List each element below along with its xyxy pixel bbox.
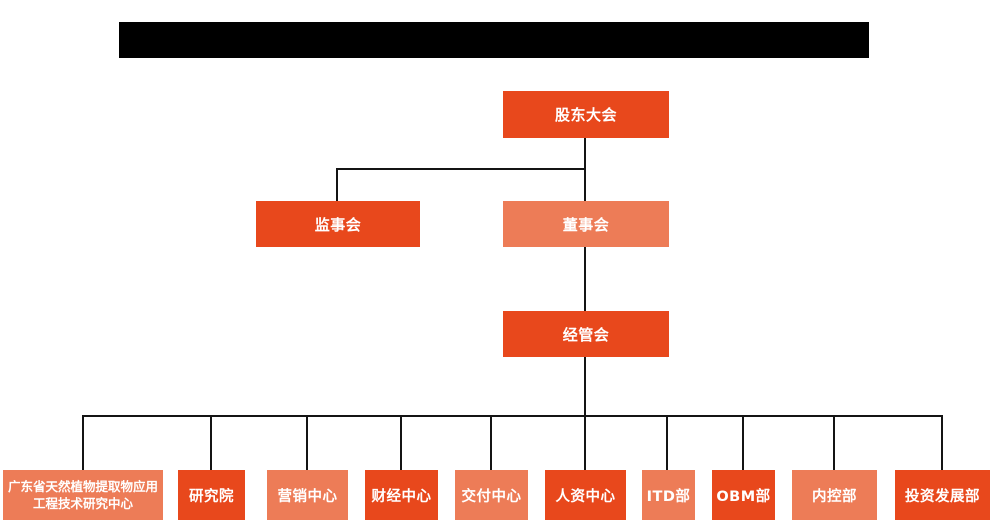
org-node-itd-dept: ITD部 — [642, 470, 695, 520]
org-node-research-center: 广东省天然植物提取物应用工程技术研究中心 — [3, 470, 163, 520]
org-node-research-institute: 研究院 — [178, 470, 245, 520]
org-node-supervisory-board: 监事会 — [256, 201, 420, 247]
connector-drop-hr-center — [584, 415, 586, 471]
org-node-finance-center: 财经中心 — [365, 470, 438, 520]
org-node-internal-control-dept: 内控部 — [792, 470, 877, 520]
org-node-board-of-directors: 董事会 — [503, 201, 669, 247]
org-node-obm-dept: OBM部 — [712, 470, 775, 520]
connector-drop-obm-dept — [742, 415, 744, 471]
connector-branch-horizontal — [336, 168, 586, 170]
connector-drop-investment-dept — [941, 415, 943, 471]
connector-drop-research-institute — [210, 415, 212, 471]
org-node-delivery-center: 交付中心 — [455, 470, 528, 520]
org-node-management-committee: 经管会 — [503, 311, 669, 357]
connector-drop-supervisory — [336, 168, 338, 202]
redacted-title-block — [119, 22, 869, 58]
connector-drop-itd-dept — [666, 415, 668, 471]
org-node-shareholders-meeting: 股东大会 — [503, 91, 669, 138]
connector-management-bus — [584, 356, 586, 416]
org-node-hr-center: 人资中心 — [545, 470, 626, 520]
connector-bus-horizontal — [82, 415, 943, 417]
connector-drop-finance-center — [400, 415, 402, 471]
connector-drop-delivery-center — [490, 415, 492, 471]
connector-board-management — [584, 246, 586, 312]
connector-drop-marketing-center — [306, 415, 308, 471]
org-node-marketing-center: 营销中心 — [267, 470, 348, 520]
connector-drop-internal-control-dept — [833, 415, 835, 471]
org-node-investment-development-dept: 投资发展部 — [895, 470, 990, 520]
connector-drop-research-center — [82, 415, 84, 471]
